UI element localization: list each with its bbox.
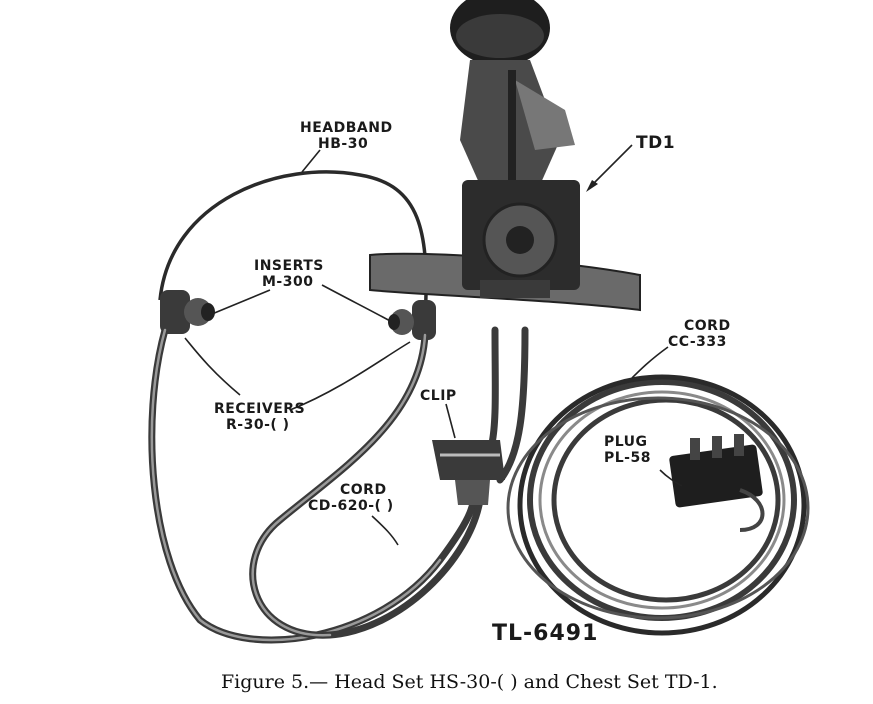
chest-set-td1 [369, 180, 641, 312]
right-receiver [388, 300, 436, 340]
leader-inserts-right [321, 284, 393, 323]
label-cord-cc-1: CORD [684, 318, 731, 334]
leader-clip [445, 403, 456, 439]
leader-td1 [591, 144, 633, 186]
label-headband-2: HB-30 [318, 136, 368, 152]
label-receivers-1: RECEIVERS [214, 401, 305, 417]
label-cord-cd-2: CD-620-( ) [308, 498, 394, 514]
leader-inserts-left [211, 289, 271, 315]
leader-receivers-left [184, 337, 241, 396]
plug-pl58 [669, 434, 765, 532]
label-cord-cd-1: CORD [340, 482, 387, 498]
microphone [450, 0, 575, 210]
label-cord-cc-2: CC-333 [668, 334, 727, 350]
figure-caption: Figure 5.— Head Set HS-30-( ) and Chest … [221, 671, 718, 693]
headband [158, 170, 428, 321]
coiled-cord-cc333 [506, 374, 810, 636]
drawing-number: TL-6491 [492, 621, 598, 646]
label-clip: CLIP [420, 388, 457, 404]
leader-cord-cc [631, 346, 669, 379]
leader-plug [659, 469, 683, 487]
leader-receivers-right [289, 341, 411, 411]
label-plug-1: PLUG [604, 434, 648, 450]
label-receivers-2: R-30-( ) [226, 417, 290, 433]
label-td1: TD1 [636, 133, 675, 153]
leader-headband [301, 149, 321, 173]
label-headband-1: HEADBAND [300, 120, 393, 136]
label-inserts-2: M-300 [262, 274, 313, 290]
label-inserts-1: INSERTS [254, 258, 324, 274]
leader-cord-cd [371, 515, 399, 546]
left-receiver [160, 290, 215, 334]
cord-clip [432, 440, 505, 505]
label-plug-2: PL-58 [604, 450, 651, 466]
